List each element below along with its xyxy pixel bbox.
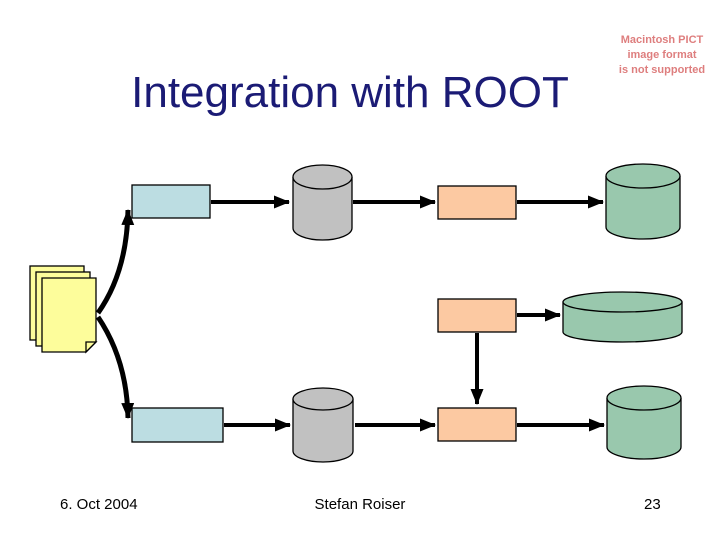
arrow-documents-to-bottom-box [95, 315, 135, 419]
process-box-orange-top [437, 185, 517, 220]
pict-notice-line: is not supported [618, 64, 706, 76]
arrow-documents-to-top-box [95, 209, 135, 315]
db-cylinder-green-bottom [606, 385, 682, 460]
pict-placeholder-notice: Macintosh PICT image format is not suppo… [580, 33, 720, 78]
slide-title: Integration with ROOT [131, 68, 569, 117]
process-box-orange-middle [437, 298, 517, 333]
db-cylinder-gray-top [292, 164, 353, 241]
branch-connectors [95, 209, 135, 419]
document-fold-corner [85, 341, 98, 354]
pict-notice-line: Macintosh PICT [620, 34, 704, 46]
document-page-front [41, 277, 97, 353]
process-box-blue-bottom [131, 407, 224, 443]
pict-notice-line: image format [627, 49, 697, 61]
flow-connectors [211, 195, 605, 432]
document-stack [29, 265, 98, 354]
db-cylinder-gray-bottom [292, 387, 354, 463]
footer-page-number: 23 [644, 496, 661, 513]
process-box-orange-bottom [437, 407, 517, 442]
db-cylinder-green-top [605, 163, 681, 240]
footer-author: Stefan Roiser [314, 496, 406, 513]
process-box-blue-top [131, 184, 211, 219]
db-cylinder-green-middle [562, 291, 683, 343]
footer-date: 6. Oct 2004 [60, 496, 138, 513]
